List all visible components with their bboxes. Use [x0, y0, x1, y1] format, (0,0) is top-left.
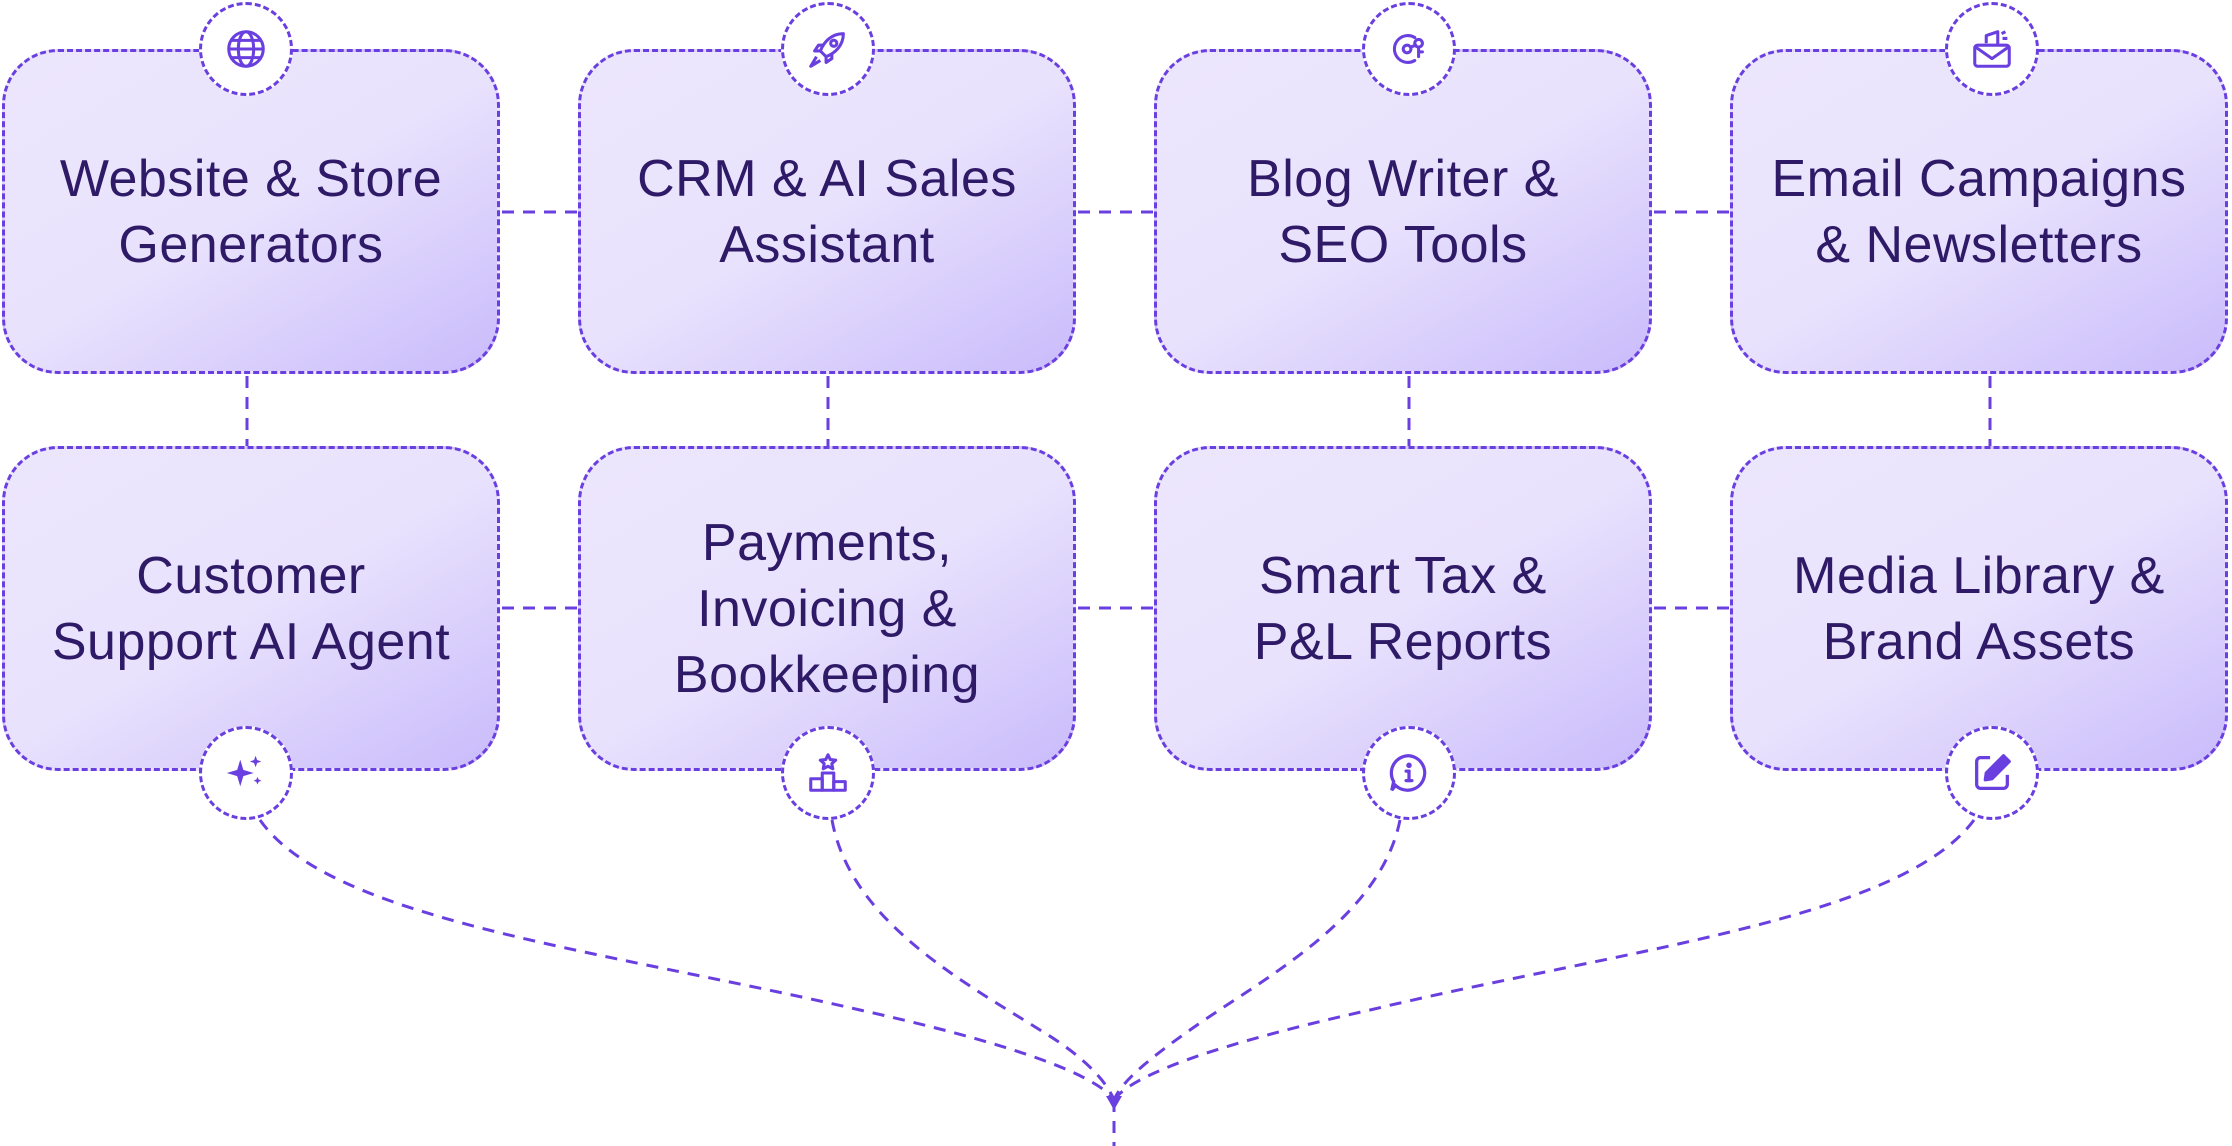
curve-from-payments — [830, 819, 1116, 1101]
card-label: Payments, Invoicing & Bookkeeping — [673, 513, 981, 704]
info-chat-icon — [1362, 726, 1456, 820]
card-label: Media Library & Brand Assets — [1793, 546, 2165, 671]
megaphone-mail-icon — [1945, 2, 2039, 96]
card-blog-writer-seo-tools: Blog Writer & SEO Tools — [1154, 49, 1652, 374]
card-customer-support-ai-agent: Customer Support AI Agent — [2, 446, 500, 771]
podium-icon — [781, 726, 875, 820]
converge-arrowhead — [1106, 1096, 1122, 1110]
card-website-store-generators: Website & Store Generators — [2, 49, 500, 374]
card-email-campaigns-newsletters: Email Campaigns & Newsletters — [1730, 49, 2228, 374]
sparkle-icon — [199, 726, 293, 820]
curve-from-smart-tax — [1112, 819, 1402, 1101]
card-label: Smart Tax & P&L Reports — [1253, 546, 1553, 671]
card-media-library-brand-assets: Media Library & Brand Assets — [1730, 446, 2228, 771]
card-label: Website & Store Generators — [59, 149, 443, 274]
search-key-icon — [1362, 2, 1456, 96]
card-label: Blog Writer & SEO Tools — [1247, 149, 1559, 274]
card-label: Customer Support AI Agent — [51, 546, 451, 671]
card-payments-invoicing-bookkeeping: Payments, Invoicing & Bookkeeping — [578, 446, 1076, 771]
rocket-icon — [781, 2, 875, 96]
globe-icon — [199, 2, 293, 96]
card-smart-tax-pl-reports: Smart Tax & P&L Reports — [1154, 446, 1652, 771]
edit-icon — [1945, 726, 2039, 820]
card-crm-ai-sales-assistant: CRM & AI Sales Assistant — [578, 49, 1076, 374]
card-label: Email Campaigns & Newsletters — [1771, 149, 2187, 274]
curve-from-media-library — [1112, 819, 1976, 1101]
curve-from-customer-support — [258, 819, 1116, 1101]
card-label: CRM & AI Sales Assistant — [637, 149, 1017, 274]
